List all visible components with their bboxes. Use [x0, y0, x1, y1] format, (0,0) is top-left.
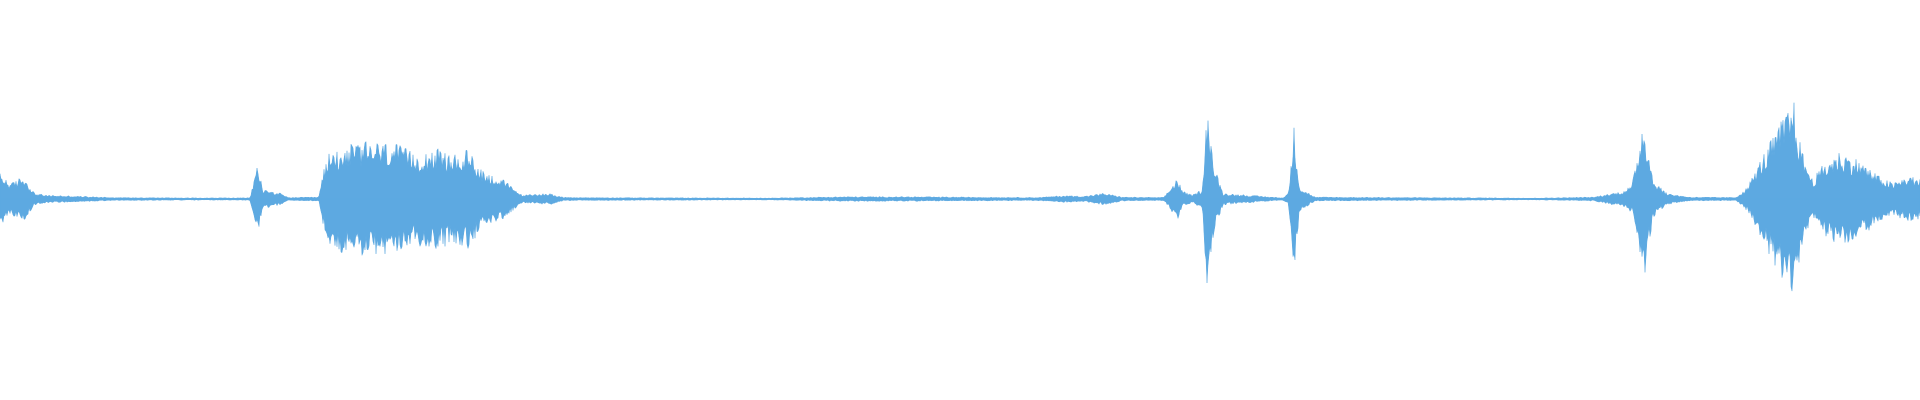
waveform-shape [0, 102, 1920, 292]
